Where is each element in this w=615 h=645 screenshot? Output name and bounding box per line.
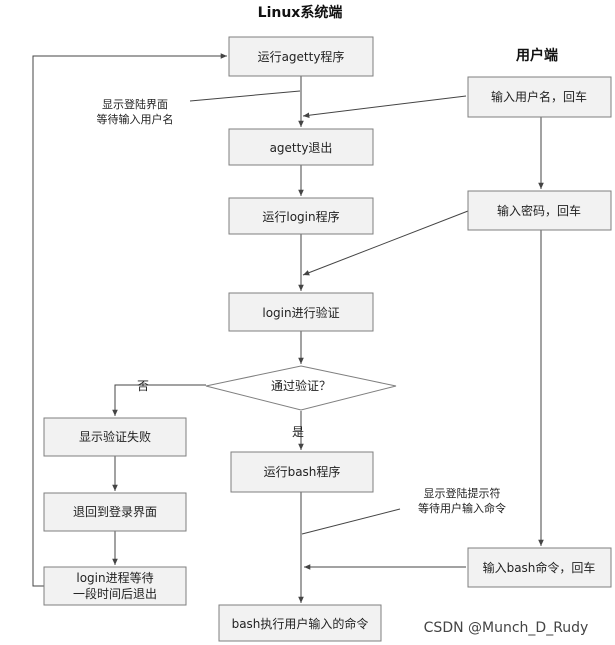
decision-yes-label: 是 [292, 425, 304, 439]
node-login-verify-label: login进行验证 [262, 305, 339, 320]
node-agetty-exit-label: agetty退出 [270, 141, 333, 155]
watermark-text: CSDN @Munch_D_Rudy [424, 620, 589, 636]
annotation-leader-bash-prompt [301, 508, 401, 535]
user-side-title: 用户端 [516, 47, 558, 64]
node-verify-fail: 显示验证失败 [43, 417, 187, 457]
node-login-wait-label-line2: 一段时间后退出 [73, 586, 157, 601]
node-bash-start-label: 运行bash程序 [264, 464, 341, 479]
node-back-to-login-label: 退回到登录界面 [73, 504, 157, 519]
node-user-input-pass-label: 输入密码，回车 [497, 203, 581, 218]
node-login-verify: login进行验证 [228, 292, 374, 332]
node-back-to-login: 退回到登录界面 [43, 492, 187, 532]
node-user-input-pass: 输入密码，回车 [467, 190, 612, 231]
node-user-input-bash-label: 输入bash命令，回车 [483, 560, 596, 575]
node-user-input-bash: 输入bash命令，回车 [467, 547, 612, 588]
node-verify-fail-label: 显示验证失败 [79, 429, 151, 444]
node-login-wait: login进程等待 一段时间后退出 [43, 566, 187, 606]
node-agetty-start: 运行agetty程序 [228, 36, 374, 77]
node-user-input-name-label: 输入用户名，回车 [491, 89, 587, 104]
node-bash-start: 运行bash程序 [230, 451, 374, 493]
annotation-login-prompt-line2: 等待输入用户名 [97, 112, 174, 126]
node-login-wait-label-line1: login进程等待 [76, 570, 153, 585]
edge-wait-loop-to-agetty [32, 53, 227, 587]
annotation-login-prompt-line1: 显示登陆界面 [102, 97, 168, 111]
decision-no-label: 否 [137, 379, 149, 393]
edge-password-to-flow [302, 210, 469, 276]
node-user-input-name: 输入用户名，回车 [467, 76, 612, 118]
node-login-start: 运行login程序 [228, 197, 374, 235]
edge-username-to-flow [302, 95, 467, 119]
node-bash-exec-label: bash执行用户输入的命令 [232, 616, 369, 631]
node-bash-exec: bash执行用户输入的命令 [218, 604, 382, 642]
annotation-leader-login-prompt [189, 90, 301, 102]
node-agetty-start-label: 运行agetty程序 [258, 49, 345, 64]
linux-side-title: Linux系统端 [258, 4, 343, 21]
annotation-bash-prompt-line2: 等待用户输入命令 [418, 501, 506, 515]
node-verify-decision-label: 通过验证？ [271, 378, 331, 393]
node-verify-decision: 通过验证？ [205, 365, 397, 411]
annotation-bash-prompt-line1: 显示登陆提示符 [424, 486, 501, 500]
edge-decision-no-to-fail [112, 384, 206, 416]
node-agetty-exit: agetty退出 [228, 128, 374, 166]
node-login-start-label: 运行login程序 [262, 209, 339, 224]
